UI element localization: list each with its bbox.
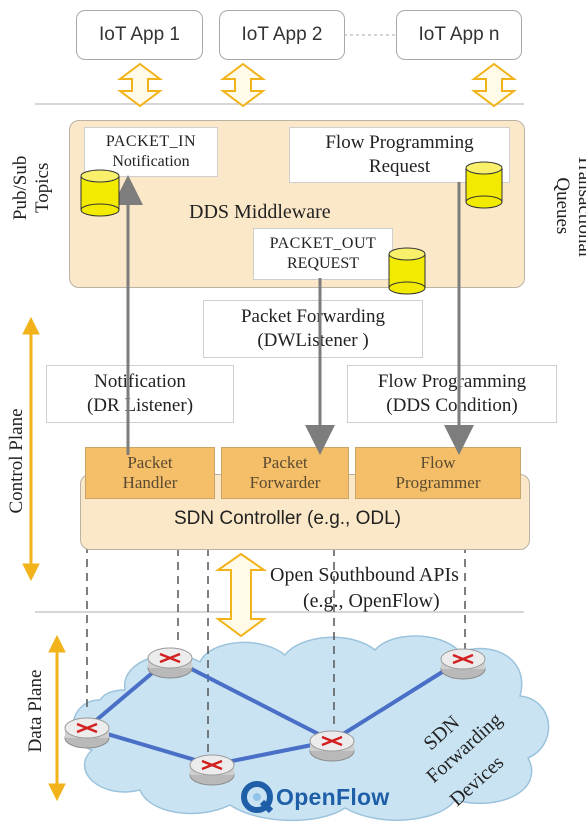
iot-app-n: IoT App n [396,10,522,60]
request-label: REQUEST [287,255,359,272]
module-label: Forwarder [249,473,321,492]
pubsub-label: Pub/Sub [10,155,32,221]
cylinder-icon [465,161,503,209]
router-icon [440,648,486,680]
double-arrow-icon [220,62,266,108]
topics-label: Topics [32,162,53,214]
pubsub-topics-label: Pub/Sub Topics [10,138,54,238]
router-icon [147,647,193,679]
packet-out-label: PACKET_OUT [269,235,377,252]
southbound-api-example: (e.g., OpenFlow) [303,590,440,612]
flow-programming-request-box: Flow Programming Request [289,127,510,183]
module-label: Handler [122,473,178,492]
queue-cylinders [80,161,503,295]
southbound-double-arrow-icon [214,552,268,638]
control-plane-arrow-icon [22,316,40,582]
request-label: Request [368,156,431,177]
dwlistener-label: (DWListener ) [257,330,369,351]
data-plane-label: Data Plane [25,669,46,753]
sdn-controller-title: SDN Controller (e.g., ODL) [174,508,402,529]
dds-condition-label: (DDS Condition) [386,395,518,416]
southbound-api-label: Open Southbound APIs [270,564,459,586]
iot-app-1: IoT App 1 [76,10,203,60]
app-label: IoT App n [418,24,500,45]
iot-app-2: IoT App 2 [219,10,345,60]
flow-programmer-module: Flow Programmer [355,447,521,499]
router-icon [309,730,355,762]
packet-forwarding-listener-box: Packet Forwarding (DWListener ) [203,300,423,358]
transactional-label: Transactional [573,154,586,258]
packet-in-notification-box: PACKET_IN Notification [84,127,218,177]
flow-programming-label: Flow Programming [325,132,474,154]
notification-label: Notification [112,153,190,170]
dr-listener-label: (DR Listener) [86,395,194,416]
notification-listener-box: Notification (DR Listener) [46,365,234,423]
cylinder-icon [80,169,120,217]
notification-label: Notification [94,371,186,393]
openflow-logo-icon [241,781,274,814]
packet-out-request-box: PACKET_OUT REQUEST [253,228,393,280]
module-label: Packet [262,452,308,472]
double-arrow-icon [117,62,163,108]
queues-label: Queues [552,177,573,235]
dds-middleware-title: DDS Middleware [189,201,331,223]
app-label: IoT App 2 [241,24,323,45]
app-middleware-arrows [117,62,517,108]
module-label: Packet [127,452,173,472]
transactional-queues-label: Transactional Queues [551,136,586,276]
control-plane-label: Control Plane [6,408,27,514]
module-label: Flow [420,452,456,472]
flow-programming-condition-box: Flow Programming (DDS Condition) [347,365,557,423]
router-icon [189,754,235,786]
packet-forwarder-module: Packet Forwarder [221,447,349,499]
openflow-logo-text: OpenFlow [276,783,390,810]
packet-in-label: PACKET_IN [105,133,197,150]
cylinder-icon [388,247,426,295]
packet-forwarding-label: Packet Forwarding [240,306,386,328]
packet-handler-module: Packet Handler [85,447,215,499]
router-icon [64,717,110,749]
flow-programming-label: Flow Programming [377,371,527,393]
double-arrow-icon [471,62,517,108]
app-label: IoT App 1 [99,24,180,45]
data-plane-arrow-icon [48,634,66,802]
module-label: Programmer [395,473,481,492]
openflow-logo: OpenFlow [240,780,390,814]
routers [64,647,486,786]
gray-flow-arrows [113,175,474,455]
